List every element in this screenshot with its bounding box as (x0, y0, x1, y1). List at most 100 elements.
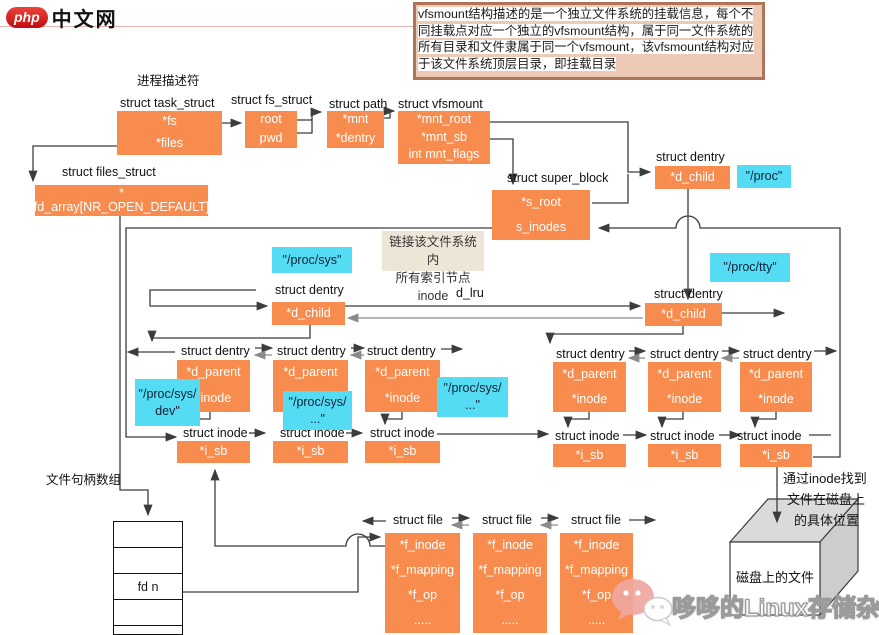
field-ellipsis: ..... (501, 612, 519, 627)
path-chip-proc-sys-dev: "/proc/sys/ dev" (135, 379, 200, 426)
disk-cube (728, 497, 860, 617)
field-d-child: *d_child (286, 305, 331, 320)
dentry-label-l1: struct dentry (181, 344, 250, 358)
inode-label-r3: struct inode (737, 429, 802, 443)
task-struct-box: *fs *files (117, 111, 222, 155)
field-s-inodes: s_inodes (515, 219, 567, 234)
path-struct-box: *mnt *dentry (327, 111, 384, 148)
chip-line: ..." (310, 411, 325, 426)
field-d-parent: *d_parent (562, 366, 617, 381)
i-sb-box-l3: *i_sb (365, 441, 440, 463)
dentry-label-top-right: struct dentry (656, 150, 725, 164)
fd-cell (114, 522, 182, 548)
vfsmount-box: *mnt_root *mnt_sb int mnt_flags (398, 111, 490, 164)
field-mnt-flags: int mnt_flags (408, 147, 480, 162)
field-i-sb: *i_sb (575, 447, 604, 462)
fd-cell (114, 600, 182, 626)
field-f-op: *f_op (581, 587, 612, 602)
dentry-label-r3: struct dentry (743, 347, 812, 361)
files-struct-box: * fd_array[NR_OPEN_DEFAULT] (34, 185, 209, 216)
file-label-2: struct file (482, 513, 533, 527)
fd-table: fd n (113, 521, 183, 635)
i-sb-box-l1: *i_sb (177, 441, 250, 463)
inode-label-l1: struct inode (183, 426, 248, 440)
inode-label-l3: struct inode (370, 426, 435, 440)
field-inode: *inode (384, 391, 421, 406)
chip-line: "/proc/sys/ (138, 386, 197, 401)
dentry-label-l2: struct dentry (277, 344, 346, 358)
d-child-box-top-right: *d_child (655, 166, 730, 189)
field-d-parent: *d_parent (748, 366, 804, 381)
field-dentry: *dentry (335, 130, 376, 145)
note-line: 所有索引节点inode (395, 271, 471, 304)
field-s-root: *s_root (521, 194, 561, 209)
fs-struct-box: root pwd (245, 111, 297, 148)
path-chip-proc-sys-etc-2: "/proc/sys/ ..." (437, 377, 508, 417)
field-pwd: pwd (259, 130, 283, 145)
path-chip-proc-tty: "/proc/tty" (710, 253, 790, 282)
fd-cell-fd-n: fd n (114, 574, 182, 600)
field-f-inode: *f_inode (399, 537, 446, 552)
path-chip-proc: "/proc" (737, 165, 791, 188)
dentry-label-l3: struct dentry (367, 344, 436, 358)
field-i-sb: *i_sb (670, 447, 699, 462)
field-d-parent: *d_parent (375, 365, 430, 380)
dentry-label-r1: struct dentry (556, 347, 625, 361)
field-f-op: *f_op (495, 587, 525, 602)
field-mnt-sb: *mnt_sb (421, 129, 467, 144)
field-f-mapping: *f_mapping (390, 562, 455, 577)
file-label-3: struct file (571, 513, 622, 527)
field-d-child: *d_child (661, 306, 706, 321)
path-struct-label: struct path (329, 97, 388, 111)
vfsmount-label: struct vfsmount (398, 97, 483, 111)
fd-array-label: 文件句柄数组 (46, 473, 122, 487)
inode-label-r1: struct inode (555, 429, 620, 443)
d-child-box-mid-right: *d_child (645, 303, 722, 326)
field-f-inode: *f_inode (487, 537, 533, 552)
field-root: root (260, 112, 282, 127)
field-inode: *inode (195, 391, 232, 406)
super-block-box: *s_root s_inodes (492, 190, 590, 240)
field-f-mapping: *f_mapping (478, 562, 542, 577)
field-i-sb: *i_sb (388, 444, 417, 459)
field-f-mapping: *f_mapping (564, 562, 629, 577)
field-mnt-root: *mnt_root (416, 111, 472, 126)
fd-cell (114, 548, 182, 574)
dentry-label-mid-right: struct dentry (654, 287, 723, 301)
field-i-sb: *i_sb (199, 444, 228, 459)
dentry-label-r2: struct dentry (650, 347, 719, 361)
super-block-label: struct super_block (507, 171, 609, 185)
disk-hint-line2: 文件在磁盘上 (787, 492, 866, 507)
inode-link-note: 链接该文件系统内 所有索引节点inode (382, 231, 484, 303)
field-i-sb: *i_sb (296, 444, 325, 459)
field-ellipsis: ..... (413, 612, 432, 627)
field-d-parent: *d_parent (283, 365, 338, 380)
field-inode: *inode (758, 391, 794, 406)
field-d-parent: *d_parent (186, 365, 241, 380)
path-chip-proc-sys: "/proc/sys" (272, 247, 352, 273)
header-divider (0, 26, 413, 27)
field-fs: *fs (162, 114, 177, 129)
watermark-text: 哆哆的Linux存储杂记 (671, 594, 879, 622)
disk-hint-line1: 通过inode找到 (783, 471, 867, 486)
dentry-box-l3: *d_parent *inode (365, 360, 440, 412)
field-d-child: *d_child (670, 169, 715, 184)
wechat-icon (612, 579, 673, 627)
field-mnt: *mnt (342, 112, 369, 127)
field-inode: *inode (571, 391, 608, 406)
inode-label-r2: struct inode (650, 429, 715, 443)
chip-line: dev" (155, 403, 180, 418)
annotation-box: vfsmount结构描述的是一个独立文件系统的挂载信息，每个不同挂载点对应一个独… (413, 2, 765, 80)
field-f-inode: *f_inode (573, 537, 620, 552)
chip-line: "/proc/sys/ (288, 394, 347, 409)
field-inode: *inode (666, 391, 703, 406)
file-box-1: *f_inode *f_mapping *f_op ..... (385, 533, 460, 633)
note-line: 链接该文件系统内 (389, 235, 477, 268)
field-files: *files (155, 136, 184, 151)
d-child-box-mid-left: *d_child (272, 302, 345, 325)
i-sb-box-r3: *i_sb (740, 444, 812, 467)
annotation-text: vfsmount结构描述的是一个独立文件系统的挂载信息，每个不同挂载点对应一个独… (418, 7, 754, 71)
